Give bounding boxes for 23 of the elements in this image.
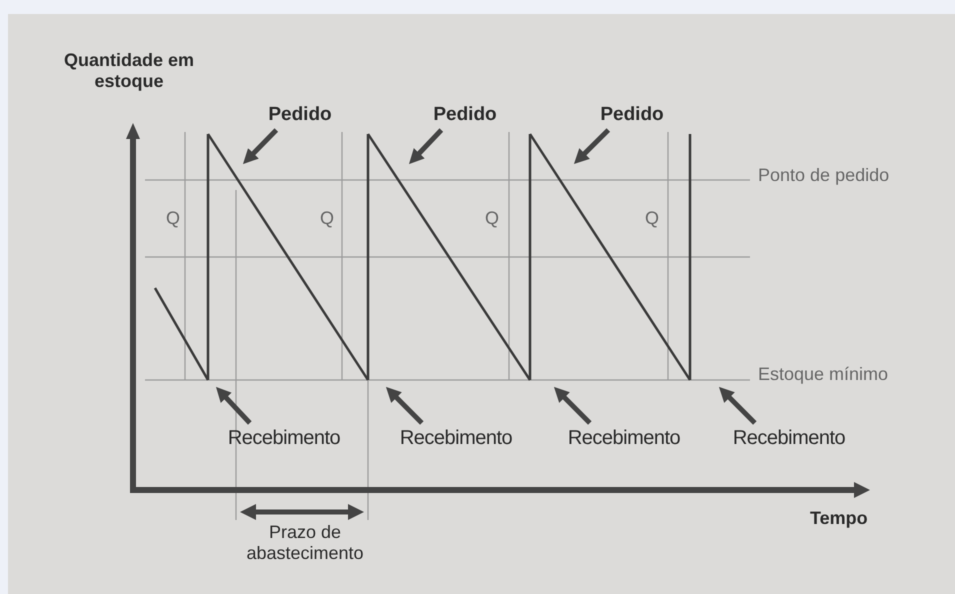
label-text: Prazo de abastecimento — [245, 522, 365, 564]
callout-text: Recebimento — [568, 428, 680, 449]
label-text: Estoque mínimo — [758, 364, 888, 385]
callout-text: Pedido — [268, 104, 332, 125]
leader-arrow — [574, 128, 610, 164]
leader-arrow — [554, 386, 592, 425]
label-text: Quantidade em estoque — [62, 50, 196, 92]
leader-arrow — [718, 386, 757, 425]
q-label: Q — [644, 208, 659, 229]
leader-arrow — [216, 386, 252, 425]
leader-arrow — [408, 128, 444, 164]
q-label: Q — [484, 208, 499, 229]
q-label: Q — [166, 208, 180, 229]
callout-text: Recebimento — [732, 428, 846, 449]
leader-arrow — [242, 128, 278, 164]
q-label: Q — [320, 208, 334, 229]
leader-arrow — [386, 386, 424, 425]
label-text: Tempo — [810, 508, 868, 529]
callout-text: Pedido — [600, 104, 664, 125]
label-text: Ponto de pedido — [758, 165, 890, 186]
callout-text: Recebimento — [400, 428, 512, 449]
callout-text: Pedido — [433, 104, 497, 125]
callout-text: Recebimento — [228, 428, 340, 449]
